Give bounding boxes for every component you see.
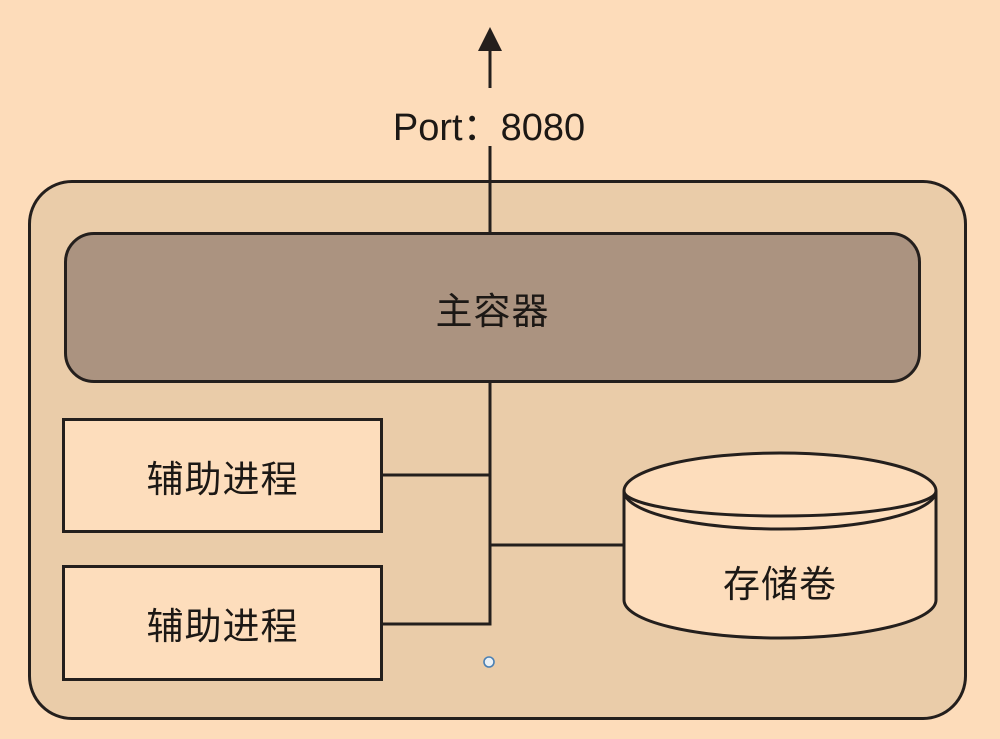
sidecar-process-box-1: 辅助进程: [62, 418, 383, 533]
sidecar-process-box-2: 辅助进程: [62, 565, 383, 681]
port-label: Port：8080: [392, 107, 586, 149]
main-container-label: 主容器: [435, 290, 550, 332]
sidecar-process-1-label: 辅助进程: [146, 458, 299, 500]
port-arrowhead-icon: [478, 27, 502, 51]
main-container-box: 主容器: [64, 232, 921, 383]
sidecar-process-2-label: 辅助进程: [146, 606, 299, 647]
storage-volume-label: 存储卷: [723, 564, 837, 605]
